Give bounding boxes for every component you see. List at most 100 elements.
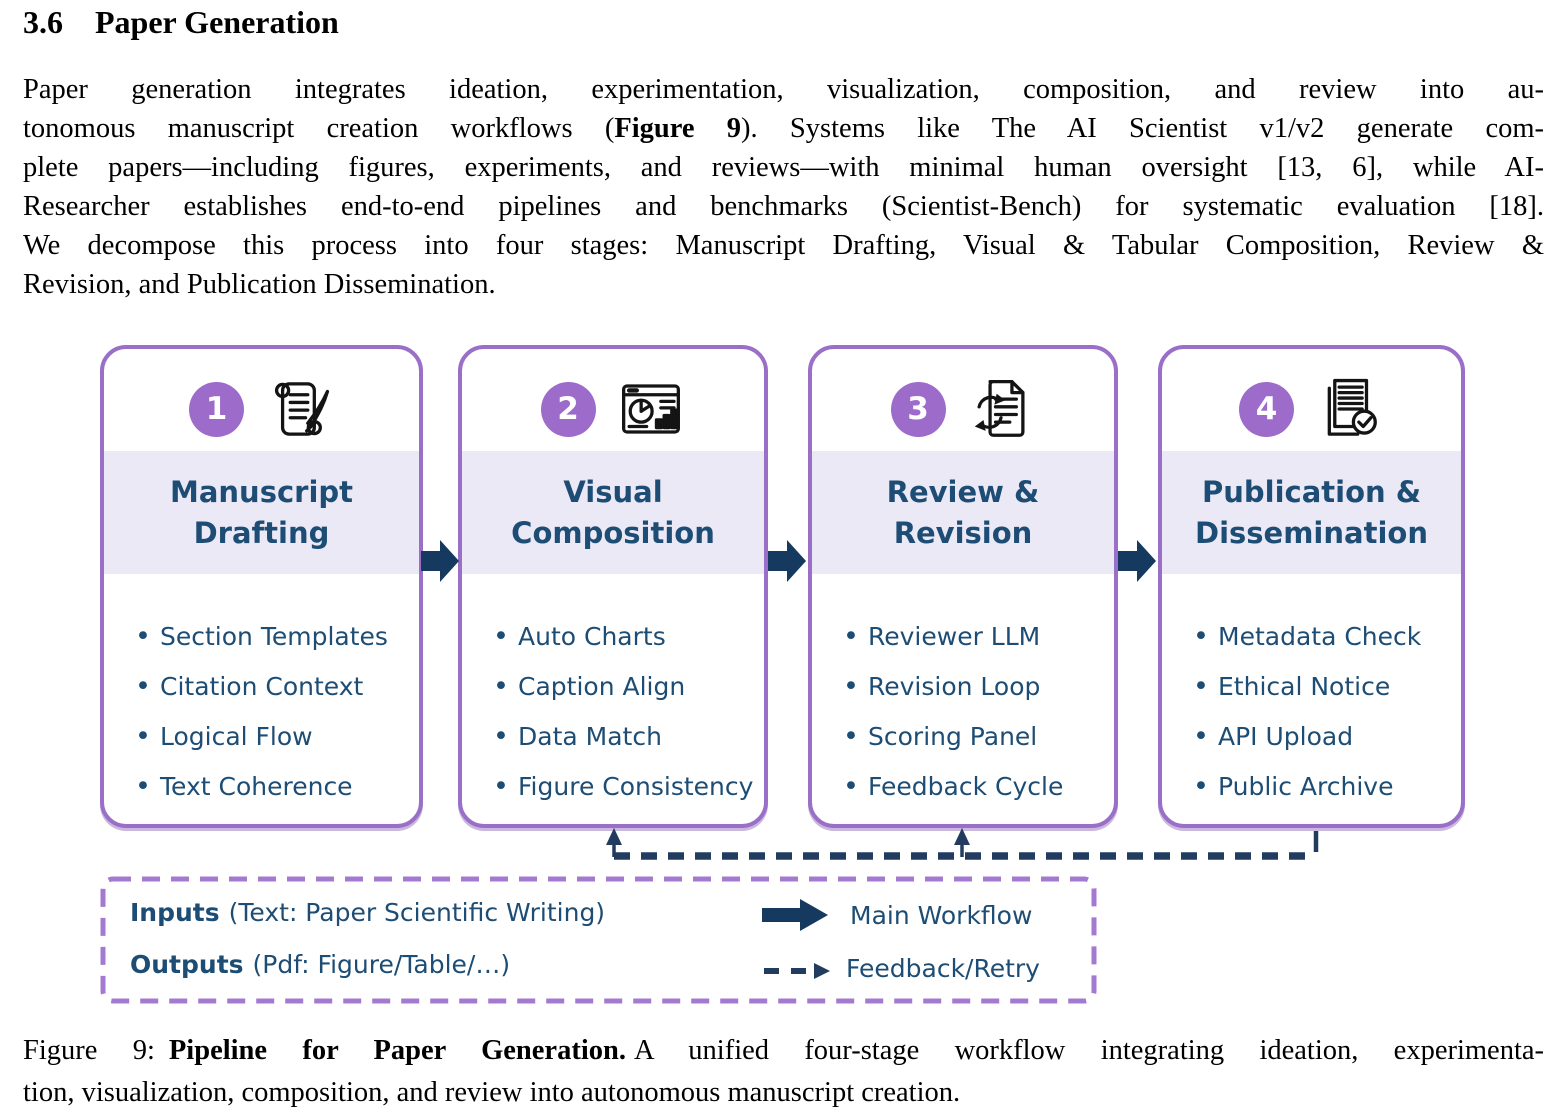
bullet-text: Section Templates	[160, 621, 388, 651]
bullet-text: Feedback Cycle	[868, 771, 1064, 801]
bullet-text: Data Match	[518, 721, 662, 751]
stage-header: 3	[812, 371, 1114, 447]
main-arrow-icon	[1118, 540, 1156, 582]
stage-number-badge: 1	[189, 381, 244, 437]
stage-bullet: Ethical Notice	[1184, 661, 1461, 711]
stage-title: Manuscript Drafting	[104, 451, 419, 574]
section-number: 3.6	[23, 4, 63, 40]
feedback-up-arrowhead	[606, 828, 622, 845]
stage-bullet: Metadata Check	[1184, 611, 1461, 661]
stage-header: 2	[462, 371, 764, 447]
stage-title: Visual Composition	[462, 451, 764, 574]
paragraph-line: Researcher establishes end-to-end pipeli…	[23, 191, 1544, 222]
bullet-text: Scoring Panel	[868, 721, 1038, 751]
stage-box-visual-composition: 2	[458, 345, 768, 828]
stage-title-line: Visual	[563, 474, 663, 509]
stage-box-review-revision: 3 Review	[808, 345, 1118, 828]
bullet-text: API Upload	[1218, 721, 1354, 751]
paragraph-line: Paper generation integrates ideation, ex…	[23, 74, 1544, 105]
legend-outputs: Outputs (Pdf: Figure/Table/…)	[130, 950, 510, 979]
stage-bullet: Section Templates	[126, 611, 419, 661]
bullet-text: Logical Flow	[160, 721, 313, 751]
bullet-text: Revision Loop	[868, 671, 1041, 701]
paragraph-line: plete papers—including figures, experime…	[23, 152, 1544, 183]
stage-title-line: Revision	[893, 515, 1033, 550]
stage-bullet: Scoring Panel	[834, 711, 1114, 761]
paragraph-text: ). Systems like The AI Scientist v1/v2 g…	[741, 113, 1545, 144]
stage-header: 1	[104, 371, 419, 447]
bullet-text: Citation Context	[160, 671, 364, 701]
stage-bullet: Caption Align	[484, 661, 764, 711]
stage-number-badge: 3	[890, 381, 946, 437]
paragraph-line: We decompose this process into four stag…	[23, 230, 1544, 261]
chart-report-icon	[616, 374, 686, 444]
stage-number-badge: 4	[1239, 381, 1294, 437]
stage-box-manuscript-drafting: 1 Manuscript	[100, 345, 423, 828]
stage-bullet-list: Metadata Check Ethical Notice API Upload…	[1162, 611, 1461, 811]
figure-reference: Figure 9	[614, 113, 742, 144]
bullet-text: Caption Align	[518, 671, 686, 701]
doc-refresh-icon	[966, 374, 1036, 444]
body-paragraph: Paper generation integrates ideation, ex…	[23, 70, 1544, 304]
stage-title: Review & Revision	[812, 451, 1114, 574]
stage-title-line: Manuscript	[169, 474, 354, 509]
bullet-text: Figure Consistency	[518, 771, 754, 801]
figure-caption: Figure 9: Pipeline for Paper Generation.A…	[23, 1030, 1544, 1112]
paragraph-line: tonomous manuscript creation workflows (…	[23, 109, 1544, 148]
stage-title-line: Composition	[511, 515, 715, 550]
stage-title-line: Dissemination	[1195, 515, 1428, 550]
legend-inputs: Inputs (Text: Paper Scientific Writing)	[130, 898, 605, 927]
stage-bullet: Feedback Cycle	[834, 761, 1114, 811]
main-workflow-label: Main Workflow	[850, 901, 1033, 930]
outputs-label: Outputs	[130, 950, 244, 979]
stage-header: 4	[1162, 371, 1461, 447]
stage-bullet-list: Auto Charts Caption Align Data Match Fig…	[462, 611, 764, 811]
stage-box-publication-dissemination: 4 Publication &	[1158, 345, 1465, 828]
stage-number-badge: 2	[540, 381, 596, 437]
section-title: Paper Generation	[95, 4, 339, 40]
bullet-text: Public Archive	[1218, 771, 1394, 801]
stage-title-line: Review &	[886, 474, 1040, 509]
stage-bullet: Citation Context	[126, 661, 419, 711]
bullet-text: Metadata Check	[1218, 621, 1422, 651]
stage-bullet: Data Match	[484, 711, 764, 761]
legend-box: Inputs (Text: Paper Scientific Writing) O…	[100, 876, 1097, 1004]
stage-bullet: Revision Loop	[834, 661, 1114, 711]
stage-bullet: Auto Charts	[484, 611, 764, 661]
stage-bullet: Logical Flow	[126, 711, 419, 761]
feedback-retry-arrow-icon	[762, 960, 838, 986]
stage-title: Publication & Dissemination	[1162, 451, 1461, 574]
bullet-text: Auto Charts	[518, 621, 666, 651]
stage-bullet: API Upload	[1184, 711, 1461, 761]
bullet-text: Reviewer LLM	[868, 621, 1041, 651]
stage-bullet: Public Archive	[1184, 761, 1461, 811]
main-arrow-icon	[421, 540, 459, 582]
paragraph-line: Revision, and Publication Dissemination.	[23, 269, 496, 300]
caption-text: A unified four-stage workflow integratin…	[633, 1035, 1545, 1066]
outputs-text: (Pdf: Figure/Table/…)	[252, 950, 511, 979]
section-heading: 3.6 Paper Generation	[23, 4, 339, 41]
stage-bullet-list: Reviewer LLM Revision Loop Scoring Panel…	[812, 611, 1114, 811]
caption-bold-title: Pipeline for Paper Generation.	[168, 1035, 626, 1066]
stage-title-line: Drafting	[193, 515, 330, 550]
docs-check-icon	[1314, 374, 1384, 444]
scroll-quill-icon	[264, 374, 334, 444]
bullet-text: Text Coherence	[160, 771, 353, 801]
feedback-up-arrowhead	[954, 828, 970, 845]
stage-bullet-list: Section Templates Citation Context Logic…	[104, 611, 419, 811]
main-workflow-arrow-icon	[762, 898, 830, 936]
stage-bullet: Text Coherence	[126, 761, 419, 811]
bullet-text: Ethical Notice	[1218, 671, 1391, 701]
caption-prefix: Figure 9:	[23, 1035, 155, 1066]
inputs-text: (Text: Paper Scientific Writing)	[228, 898, 606, 927]
caption-line: Figure 9: Pipeline for Paper Generation.A…	[23, 1030, 1544, 1072]
feedback-retry-label: Feedback/Retry	[846, 954, 1040, 983]
paragraph-text: tonomous manuscript creation workflows (	[23, 113, 615, 144]
inputs-label: Inputs	[130, 898, 220, 927]
caption-line: tion, visualization, composition, and re…	[23, 1077, 961, 1108]
legend-dashed-border	[100, 876, 1097, 1004]
stage-bullet: Figure Consistency	[484, 761, 764, 811]
stage-title-line: Publication &	[1201, 474, 1422, 509]
stage-bullet: Reviewer LLM	[834, 611, 1114, 661]
